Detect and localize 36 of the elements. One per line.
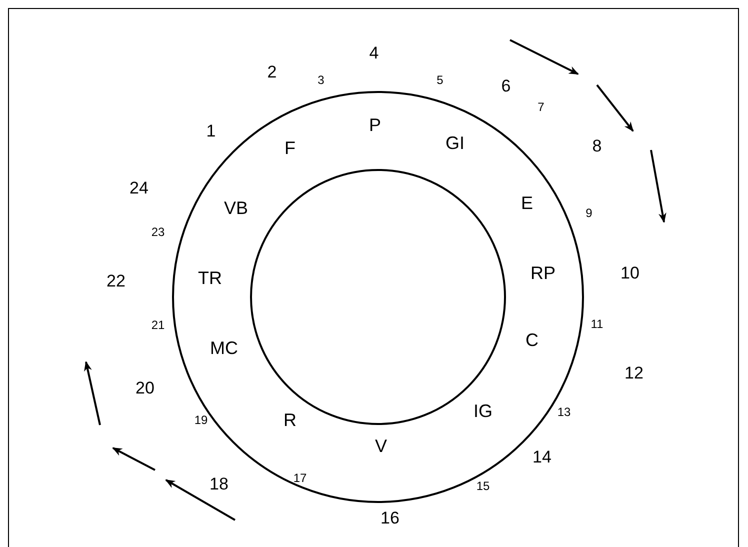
hour-number: 22 (106, 272, 126, 290)
hour-number: 2 (267, 64, 277, 80)
hour-number: 5 (436, 74, 444, 86)
organ-abbreviation: R (284, 411, 296, 429)
hour-number: 17 (293, 472, 307, 484)
organ-abbreviation: VB (224, 199, 248, 217)
hour-number: 18 (210, 476, 228, 492)
hour-number: 6 (501, 78, 511, 94)
hour-number: 10 (620, 264, 640, 282)
hour-number: 14 (532, 448, 552, 466)
hour-number: 24 (130, 180, 148, 196)
organ-abbreviation: C (526, 331, 538, 349)
hour-number: 20 (136, 380, 154, 396)
hour-number: 23 (151, 226, 165, 238)
organ-abbreviation: TR (198, 269, 222, 287)
organ-abbreviation: V (375, 437, 387, 455)
hour-number: 1 (206, 122, 216, 140)
organ-abbreviation: F (284, 139, 296, 157)
hour-number: 4 (369, 44, 379, 62)
hour-number: 8 (592, 138, 602, 154)
organ-abbreviation: P (369, 116, 381, 134)
hour-number: 13 (557, 406, 571, 418)
organ-abbreviation: MC (210, 339, 238, 357)
hour-number: 12 (624, 364, 644, 382)
hour-number: 7 (538, 101, 544, 113)
hour-number: 3 (318, 74, 324, 86)
hour-number: 15 (476, 480, 490, 492)
organ-abbreviation: GI (446, 134, 464, 152)
organ-abbreviation: RP (530, 264, 556, 282)
hour-number: 11 (590, 318, 604, 330)
organ-abbreviation: IG (474, 402, 492, 420)
hour-number: 21 (151, 319, 165, 331)
organ-abbreviation: E (521, 194, 533, 212)
hour-number: 19 (194, 414, 208, 426)
hour-number: 9 (586, 207, 592, 219)
hour-number: 16 (380, 510, 400, 526)
